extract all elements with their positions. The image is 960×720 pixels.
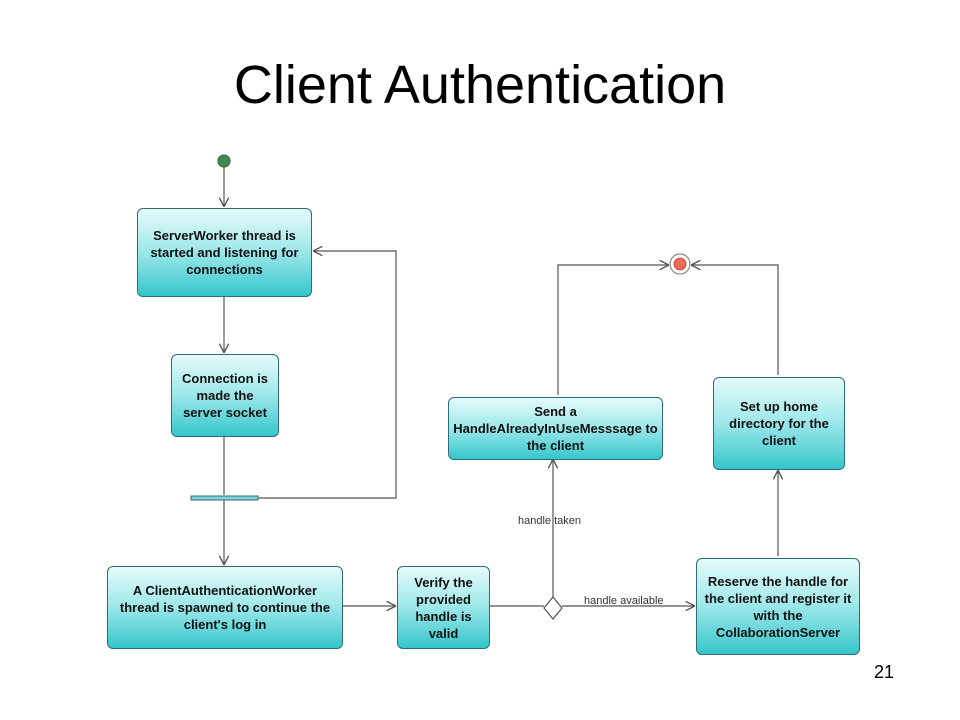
label-handle-available: handle available bbox=[584, 595, 664, 607]
page-title: Client Authentication bbox=[233, 55, 727, 115]
label-handle-taken: handle taken bbox=[518, 515, 581, 527]
node-reserve-handle: Reserve the handle for the client and re… bbox=[696, 558, 860, 655]
decision-diamond bbox=[543, 596, 563, 620]
node-client-auth-worker: A ClientAuthenticationWorker thread is s… bbox=[107, 566, 343, 649]
node-send-message: Send a HandleAlreadyInUseMesssage to the… bbox=[448, 397, 663, 460]
start-node bbox=[217, 154, 231, 168]
page-number: 21 bbox=[874, 662, 895, 682]
node-verify-handle: Verify the provided handle is valid bbox=[397, 566, 490, 649]
node-connection-made: Connection is made the server socket bbox=[171, 354, 279, 437]
edge-home-directory-to-end bbox=[692, 265, 779, 375]
edge-fork-loop-back bbox=[258, 251, 397, 499]
node-home-directory: Set up home directory for the client bbox=[713, 377, 845, 470]
edge-send-message-to-end bbox=[557, 265, 668, 395]
end-node bbox=[669, 253, 691, 275]
fork-bar bbox=[190, 495, 259, 501]
node-server-worker: ServerWorker thread is started and liste… bbox=[137, 208, 312, 297]
